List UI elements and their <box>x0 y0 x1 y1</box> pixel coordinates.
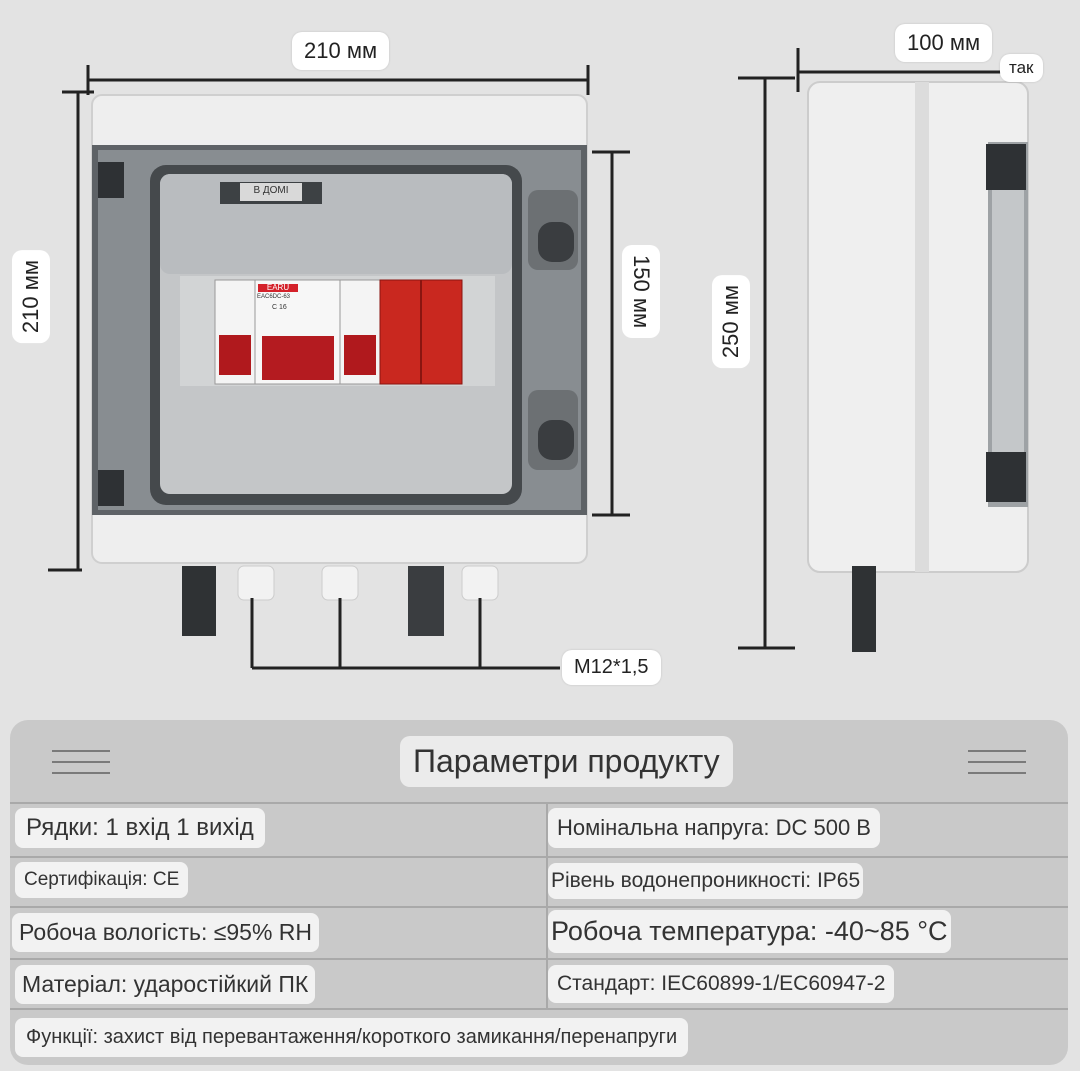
side-depth-note: так <box>1000 54 1043 82</box>
spec-rated-voltage: Номінальна напруга: DC 500 В <box>548 808 880 848</box>
spec-header: Параметри продукту <box>10 720 1068 802</box>
spec-functions: Функції: захист від перевантаження/корот… <box>15 1018 689 1057</box>
product-drawing <box>48 48 1040 670</box>
side-view <box>807 81 1029 652</box>
gland-size-label: M12*1,5 <box>562 650 661 685</box>
window-height-label: 150 мм <box>622 245 660 339</box>
side-depth-label: 100 мм <box>895 24 993 62</box>
column-divider <box>546 802 548 1009</box>
spec-operating-temperature: Робоча температура: -40~85 °C <box>548 910 951 953</box>
spec-lines: Рядки: 1 вхід 1 вихід <box>15 808 265 848</box>
side-height-label: 250 мм <box>712 275 750 369</box>
right-lines-icon <box>968 750 1026 780</box>
spec-certification: Сертифікація: CE <box>15 862 189 898</box>
breaker-brand: EARU <box>266 283 290 292</box>
breaker-rating: C 16 <box>272 304 287 311</box>
product-parameters-panel: Параметри продукту Рядки: 1 вхід 1 вихід… <box>10 720 1068 1065</box>
left-lines-icon <box>52 750 110 780</box>
door-tag: В ДОМІ <box>253 185 289 196</box>
spec-row <box>10 802 1068 856</box>
spec-operating-humidity: Робоча вологість: ≤95% RH <box>12 913 320 952</box>
front-height-label: 210 мм <box>12 250 50 344</box>
spec-row <box>10 856 1068 908</box>
front-view <box>91 94 588 636</box>
spec-standard: Стандарт: IEC60899-1/EC60947-2 <box>548 965 895 1003</box>
breaker-model: EAC6DC-63 <box>257 294 291 300</box>
dimension-lines <box>48 48 1040 670</box>
front-width-label: 210 мм <box>292 32 390 70</box>
spec-title: Параметри продукту <box>400 736 733 787</box>
spec-row <box>10 906 1068 960</box>
spec-waterproof-level: Рівень водонепроникності: IP65 <box>548 863 864 899</box>
spec-row <box>10 958 1068 1010</box>
spec-row-full <box>10 1008 1068 1065</box>
spec-material: Матеріал: ударостійкий ПК <box>15 965 316 1004</box>
